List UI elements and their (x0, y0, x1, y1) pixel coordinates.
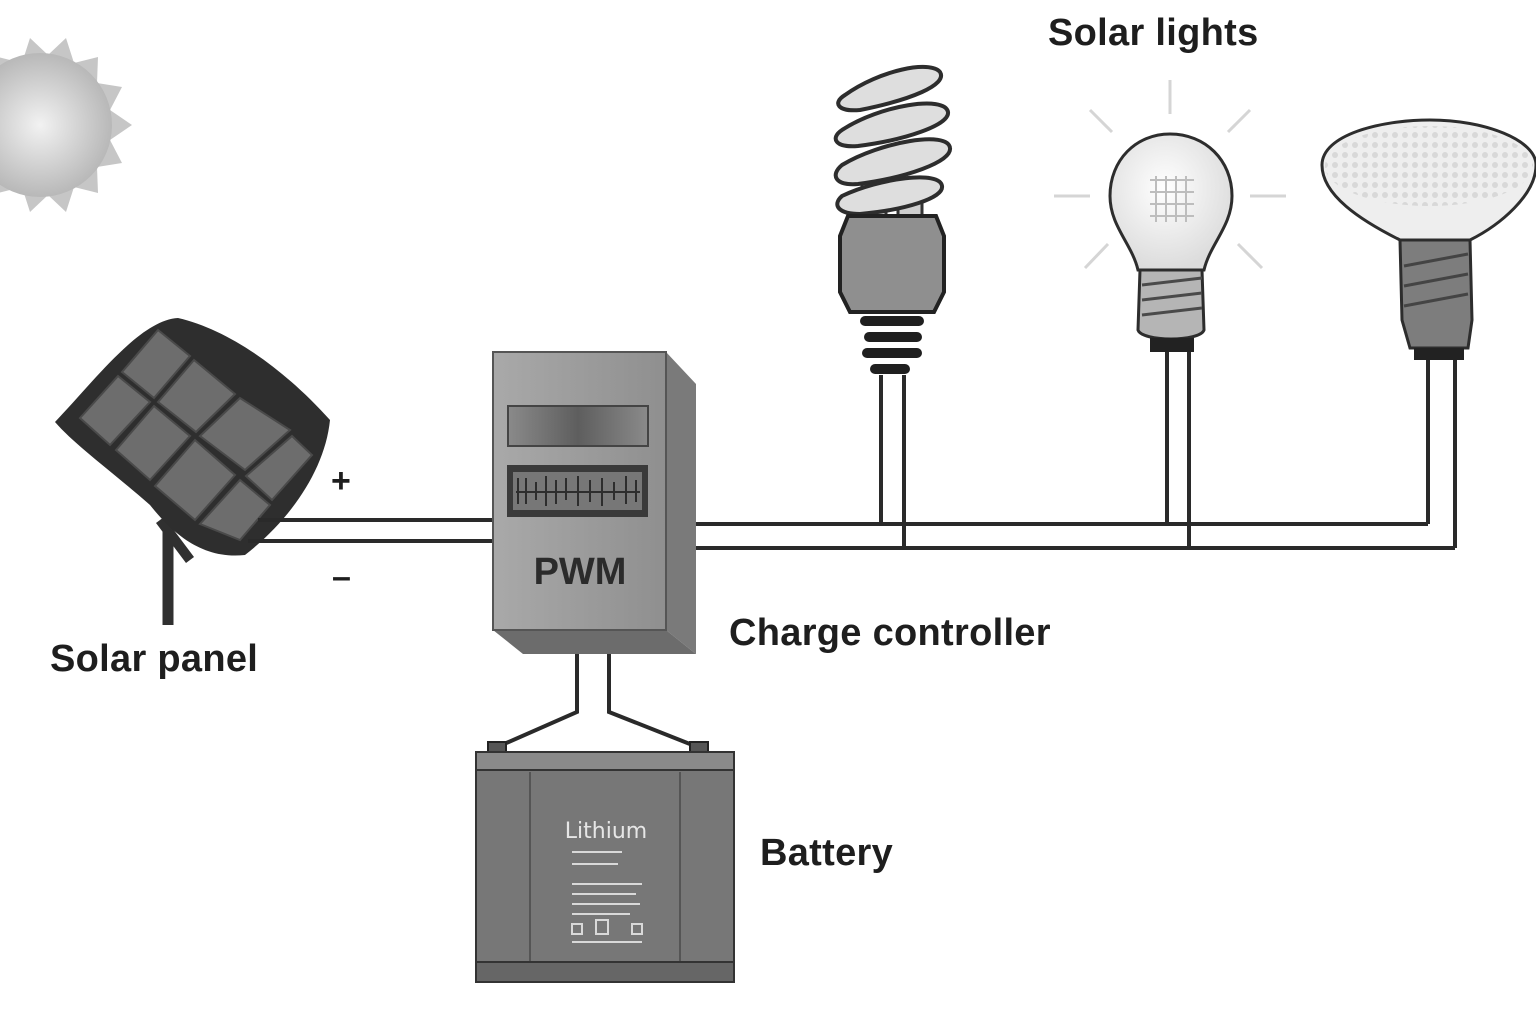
battery-wires (494, 654, 701, 750)
plus-terminal-label: + (331, 462, 352, 500)
solar-panel-icon (55, 318, 330, 625)
battery-label: Battery (760, 832, 894, 874)
reflector-lamp-icon (1320, 118, 1536, 360)
light-bulb-icon (1054, 80, 1286, 352)
minus-terminal-label: – (332, 558, 352, 596)
controller-display (507, 405, 649, 447)
charge-controller-label: Charge controller (729, 612, 1051, 654)
charge-controller-icon: PWM (492, 351, 696, 654)
controller-mode-label: PWM (534, 551, 627, 593)
solar-panel-label: Solar panel (50, 638, 259, 680)
battery-icon: Lithium (475, 741, 735, 983)
solar-lights-label: Solar lights (1048, 12, 1259, 54)
sun-icon (0, 38, 132, 212)
cfl-bulb-icon (833, 64, 952, 374)
panel-wires (248, 518, 495, 543)
load-bus-wires (696, 350, 1457, 550)
battery-brand-label: Lithium (565, 819, 647, 844)
